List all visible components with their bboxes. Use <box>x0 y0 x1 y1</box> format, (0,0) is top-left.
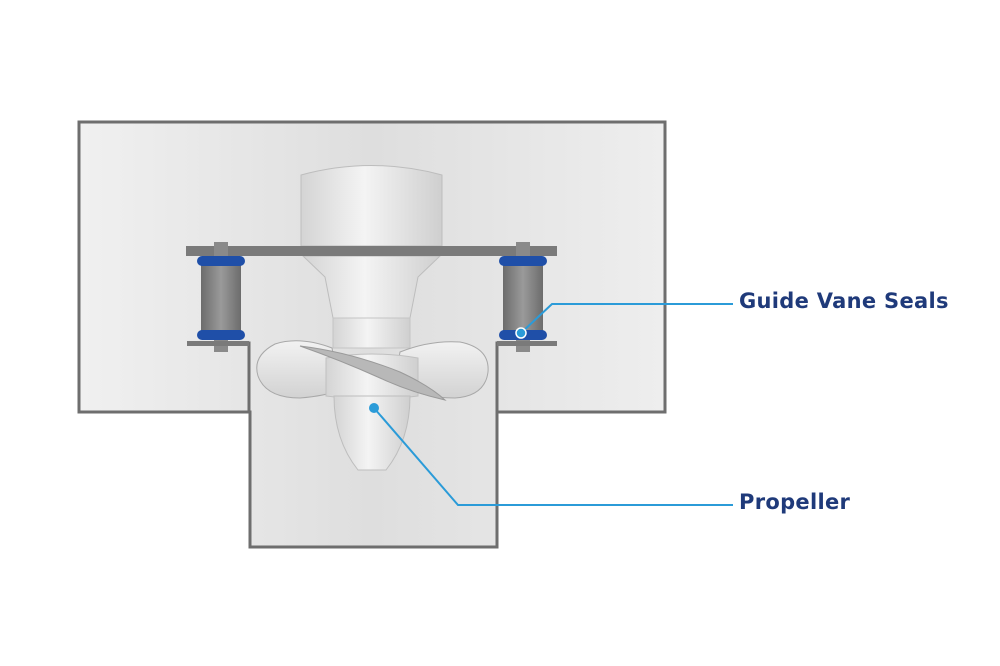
seal-ring <box>197 330 245 340</box>
callout-guide-vane-seals <box>515 303 733 339</box>
propeller <box>256 340 489 471</box>
seal-ring <box>499 256 547 266</box>
propeller-shaft <box>301 255 442 349</box>
right-guide-vane-post <box>497 242 557 352</box>
hub-cap <box>300 165 443 247</box>
label-propeller: Propeller <box>739 490 851 514</box>
seal-ring <box>197 256 245 266</box>
label-guide-vane-seals: Guide Vane Seals <box>739 289 949 313</box>
callout-propeller <box>369 403 733 506</box>
left-guide-vane-post <box>187 242 249 352</box>
top-plate <box>186 246 557 256</box>
